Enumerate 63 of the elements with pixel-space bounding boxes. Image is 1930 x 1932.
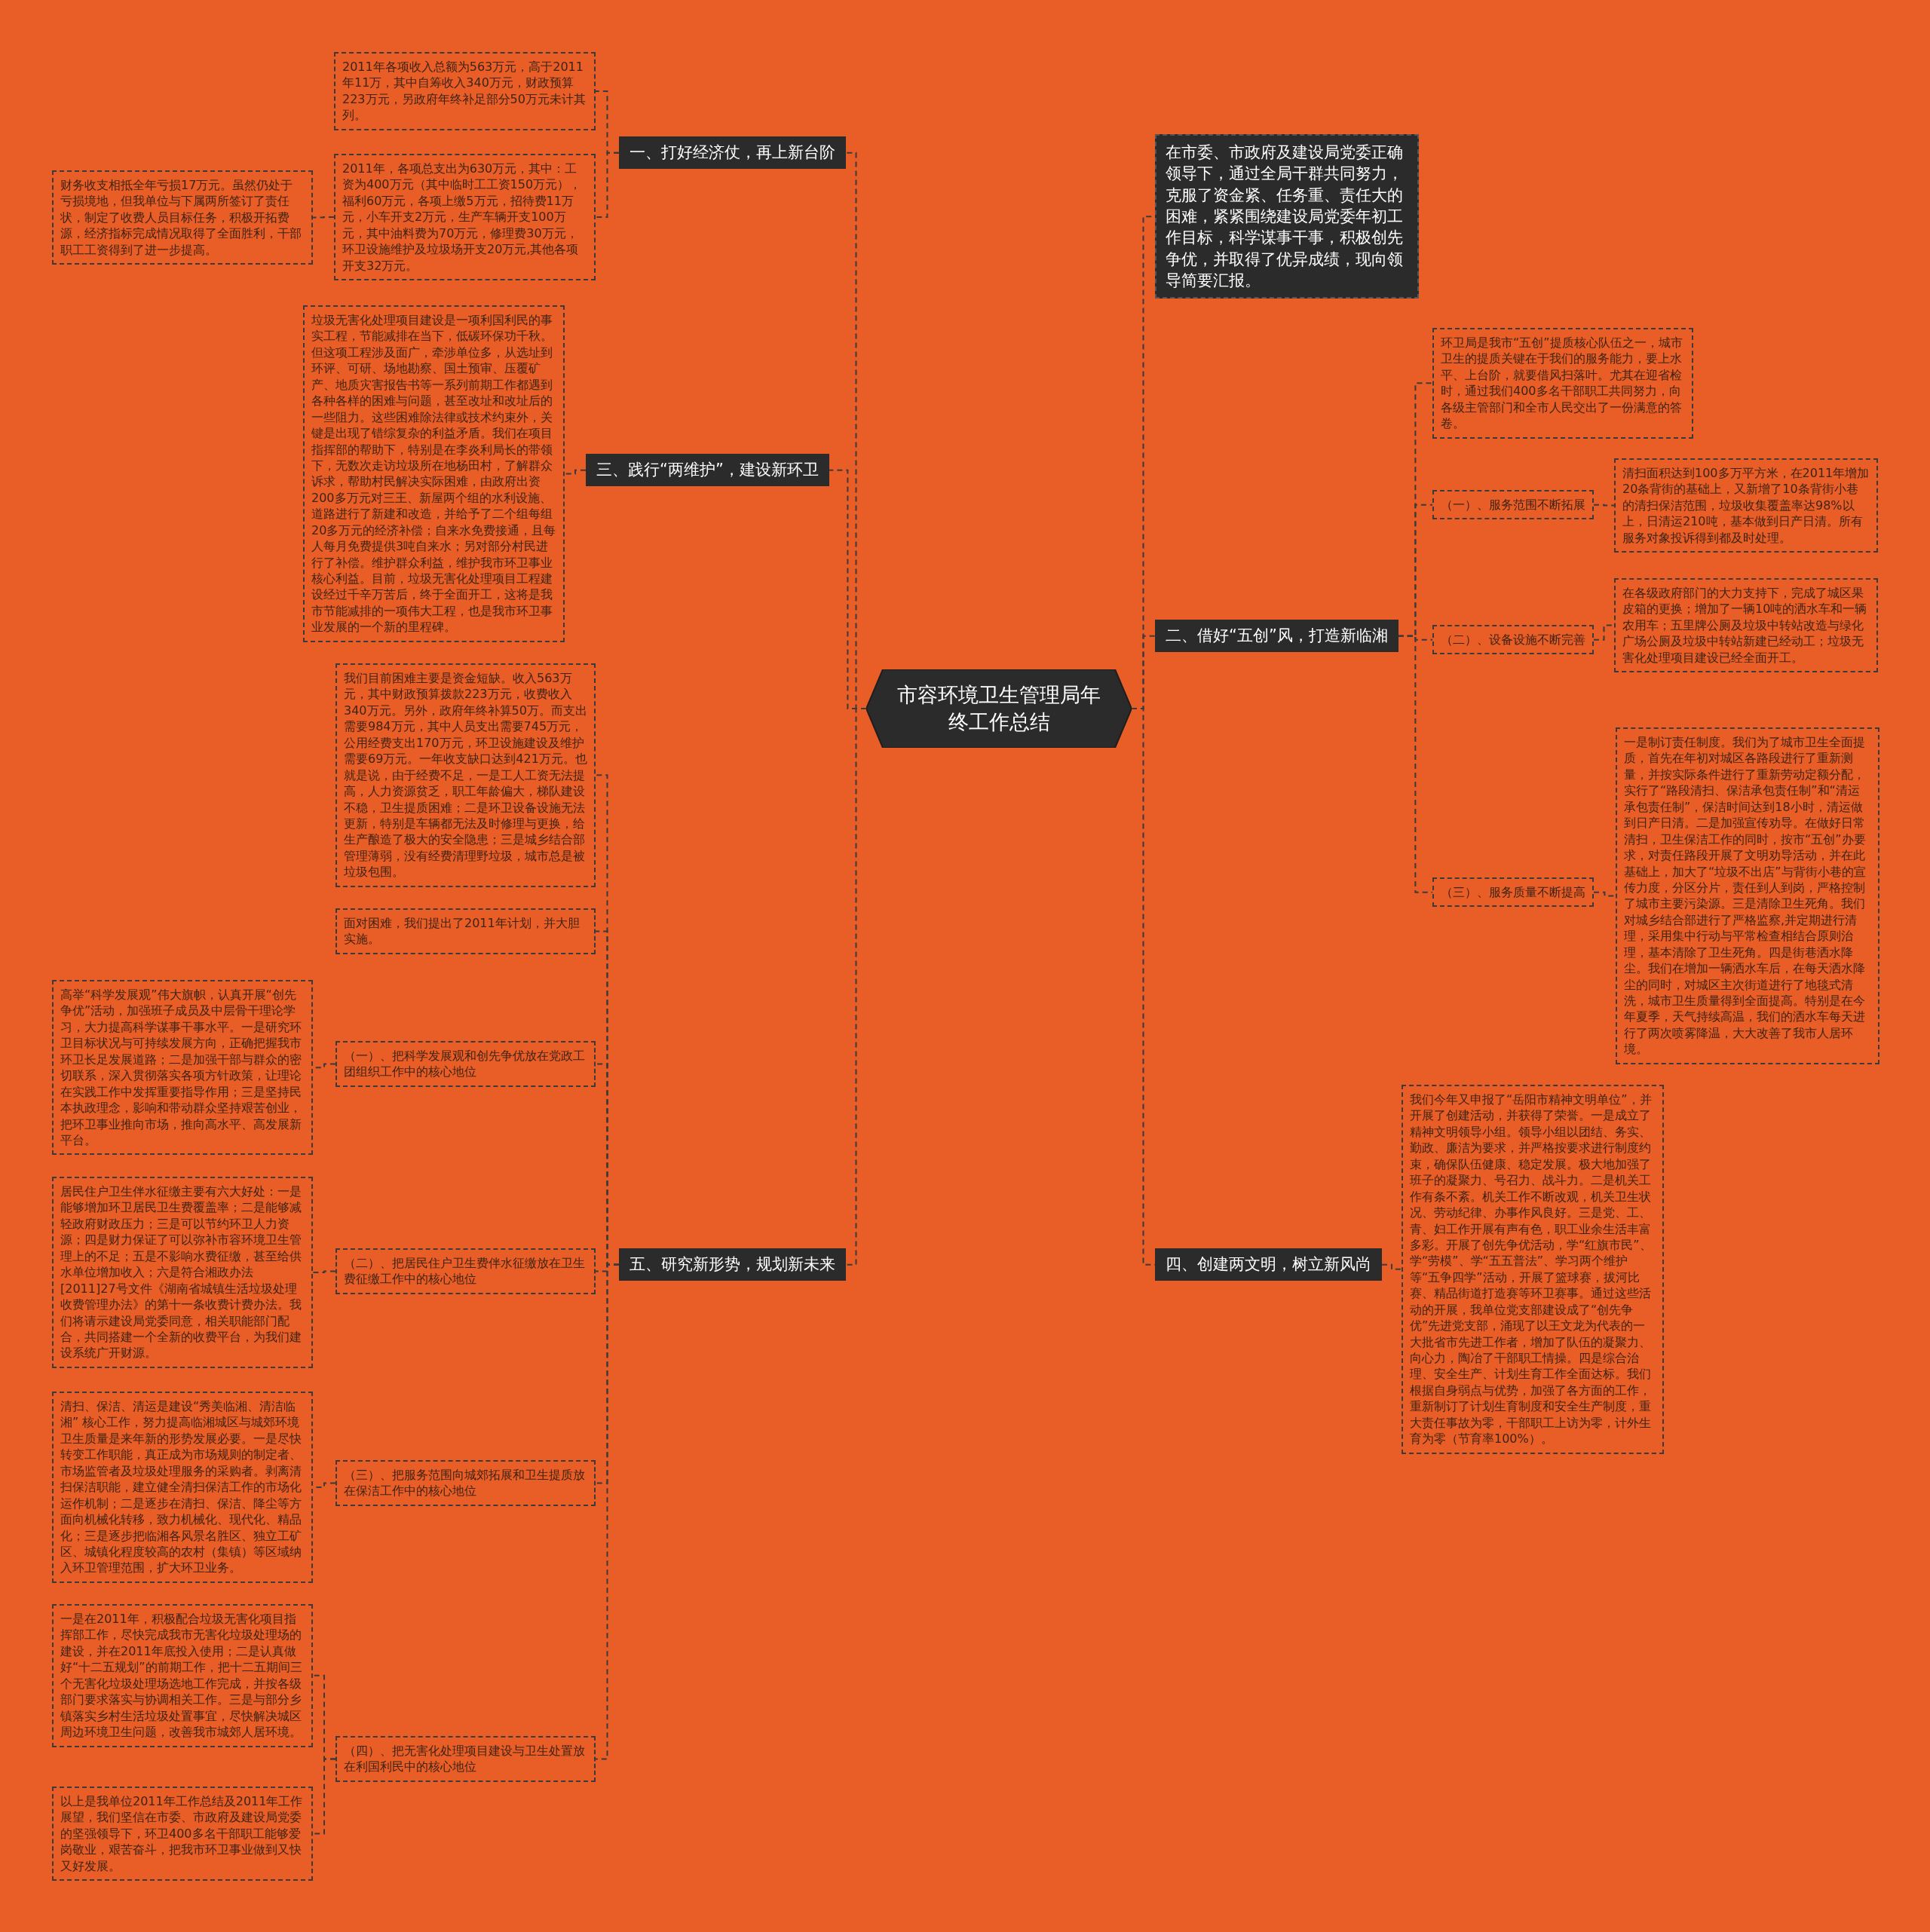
box-text: 在市委、市政府及建设局党委正确领导下，通过全局干群共同努力，克服了资金紧、任务重、责任大的困难，紧紧围绕建设局党委年初工作目标，科学谋事干事，积极创先争优，并取得了优异成绩，现向领导简要汇报。 xyxy=(1166,143,1403,290)
box-text: 高举“科学发展观”伟大旗帜，认真开展“创先争优”活动，加强班子成员及中层骨干理论学习，大力提高科学谋事干事水平。一是研究环卫目标状况与可持续发展方向，正确把握我市环卫长足发展道路；二是加强干部与群众的密切联系，深入贯彻落实各项方针政策，让理论在实践工作中发挥重要指导作用；三是坚持民本执政理念，影响和带动群众坚持艰苦创业，把环卫事业推向市场，推向高水平、高发展新平台。 xyxy=(60,987,302,1147)
branch-topic xyxy=(619,1248,846,1281)
box-text: 2011年各项收入总额为563万元，高于2011年11万，其中自筹收入340万元，财政预算223万元，另政府年终补足部分50万元未计其列。 xyxy=(342,60,586,123)
intro-box xyxy=(1155,134,1419,299)
box-text: 环卫局是我市“五创”提质核心队伍之一，城市卫生的提质关键在于我们的服务能力，要上水平、上台阶，就要借风扫落叶。尤其在迎省检时，通过我们400多名干部职工共同努力，向各级主管部门和全市人民交出了一份满意的答卷。 xyxy=(1441,335,1683,431)
text-box xyxy=(52,1787,313,1881)
box-text: 市容环境卫生管理局年终工作总结 xyxy=(896,681,1101,735)
text-box xyxy=(335,1460,596,1506)
text-box xyxy=(335,1736,596,1782)
box-text: 财务收支相抵全年亏损17万元。虽然仍处于亏损境地，但我单位与下属两所签订了责任状，制定了收费人员目标任务，积极开拓费源，经济指标完成情况取得了全面胜利，干部职工工资得到了进一步提高。 xyxy=(60,178,302,257)
text-box xyxy=(1432,328,1693,439)
text-box xyxy=(52,1604,313,1747)
text-box xyxy=(52,170,313,265)
box-text: （一）、把科学发展观和创先争优放在党政工团组织工作中的核心地位 xyxy=(344,1049,585,1079)
connector-line xyxy=(312,216,335,219)
box-text: （二）、把居民住户卫生费伴水征缴放在卫生费征缴工作中的核心地位 xyxy=(344,1256,585,1287)
box-text: 面对困难，我们提出了2011年计划，并大胆实施。 xyxy=(344,916,580,947)
text-box xyxy=(1614,458,1878,553)
connector-line xyxy=(312,1270,336,1273)
box-text: （三）、把服务范围向城郊拓展和卫生提质放在保洁工作中的核心地位 xyxy=(344,1468,585,1499)
box-text: 四、创建两文明，树立新风尚 xyxy=(1166,1255,1371,1273)
connector-line xyxy=(595,152,620,219)
box-text: 我们目前困难主要是资金短缺。收入563万元，其中财政预算拨款223万元，收费收入340万元。另外，政府年终补算50万。而支出需要984万元，其中人员支出需要745万元，公用经费支出170万元，环卫设施建设及维护需要69万元。一年收支缺口达到421万元。也就是说，由于经费不足，一是工人工资无法提高，人力资源贫乏，职工年龄偏大，梯队建设不稳，卫生提质困难；二是环卫设备设施无法更新，特别是车辆都无法及时修理与更换，给生产酿造了极大的安全隐患；三是城乡结合部管理薄弱，没有经费清理野垃圾，城市总是被垃圾包围。 xyxy=(344,671,587,880)
box-text: 居民住户卫生伴水征缴主要有六大好处：一是能够增加环卫居民卫生费覆盖率；二是能够减轻政府财政压力；三是可以节约环卫人力资源；四是财力保证了可以弥补市容环境卫生管理上的不足；五是不影响水费征缴，甚至给供水单位增加收入；六是符合湘政办法[2011]27号文件《湖南省城镇生活垃圾处理收费管理办法》的第十一条收费计费办法。我们将请示建设局党委同意，相关职能部门配合，共同搭建一个全新的收费平台，为我们建设系统广开财源。 xyxy=(60,1184,302,1361)
box-text: 清扫面积达到100多万平方米，在2011年增加20条背街的基础上，又新增了10条背街小巷的清扫保洁范围，垃圾收集覆盖率达98%以上，日清运210吨，基本做到日产日清。所有服务对象投诉得到都及时处理。 xyxy=(1622,466,1870,545)
connector-line xyxy=(1381,1263,1402,1270)
text-box xyxy=(1432,625,1594,655)
box-text: 三、践行“两维护”，建设新环卫 xyxy=(596,461,819,479)
box-text: 一、打好经济仗，再上新台阶 xyxy=(630,143,835,161)
box-text: 以上是我单位2011年工作总结及2011年工作展望，我们坚信在市委、市政府及建设局党委的坚强领导下，环卫400多名干部职工能够爱岗敬业，艰苦奋斗，把我市环卫事业做到又快又好发展。 xyxy=(60,1794,303,1873)
box-text: 一是在2011年，积极配合垃圾无害化项目指挥部工作，尽快完成我市无害化垃圾处理场的建设，并在2011年底投入使用；二是认真做好“十二五规划”的前期工作，把十二五期间三个无害化垃圾处理场选地工作完成，并按各级部门要求落实与协调相关工作。三是与部分乡镇落实乡村生活垃圾处置事宜，尽快解决城区周边环境卫生问题，改善我市城郊人居环境。 xyxy=(60,1612,302,1740)
box-text: 2011年，各项总支出为630万元，其中：工资为400万元（其中临时工工资150万元），福利60万元，各项上缴5万元，招待费11万元，小车开支2万元，生产车辆开支100万元，其中油料费为70万元，修理费30万元，环卫设施维护及垃圾场开支20万元,其他各项开支32万元。 xyxy=(342,161,582,273)
branch-topic xyxy=(1155,1248,1382,1281)
text-box xyxy=(1432,877,1594,908)
text-box xyxy=(52,980,313,1156)
branch-topic xyxy=(1155,620,1398,653)
text-box xyxy=(335,908,596,954)
central-topic xyxy=(866,669,1132,748)
text-box xyxy=(1614,578,1878,673)
text-box xyxy=(335,1041,596,1087)
box-text: （二）、设备设施不断完善 xyxy=(1441,632,1585,647)
box-text: 垃圾无害化处理项目建设是一项利国利民的事实工程，节能减排在当下，低碳环保功千秋。但这项工程涉及面广，牵涉单位多，从选址到环评、可研、场地勘察、国土预审、压覆矿产、地质灾害报告书等一系列前期工作都遇到各种各样的困难与问题，甚至改址和改址后的一些阻力。这些困难除法律或技术约束外，关键是出现了错综复杂的利益矛盾。我们在项目指挥部的帮助下，特别是在李炎利局长的带领下，无数次走访垃圾所在地杨田村，了解群众诉求，帮助村民解决实际困难，由政府出资200多万元对三王、新屋两个组的水利设施、道路进行了新建和改造，并给予了二个组每组20多万元的经济补偿；自来水免费接通，且每人每月免费提供3吨自来水；另对部分村民进行了补偿。维护群众利益，维护我市环卫事业核心利益。目前，垃圾无害化处理项目工程建设经过千辛万苦后，终于全面开工，这将是我市节能减排的一项伟大工程，也是我市环卫事业发展的一个新的里程碑。 xyxy=(311,313,556,635)
branch-topic xyxy=(586,454,829,487)
text-box xyxy=(1432,490,1594,520)
box-text: （一）、服务范围不断拓展 xyxy=(1441,498,1585,512)
box-text: 清扫、保洁、清运是建设“秀美临湘、清洁临湘” 核心工作，努力提高临湘城区与城郊环境卫生质量是来年新的形势发展必要。一是尽快转变工作职能，真正成为市场规则的制定者、市场监管者及垃圾处理服务的采购者。剥离清扫保洁职能，建立健全清扫保洁工作的市场化运作机制；二是逐步在清扫、保洁、降尘等方面向机械化转移，致力机械化、现代化、精品化；三是逐步把临湘各风景名胜区、独立工矿区、城镇化程度较高的农村（集镇）等区域纳入环卫管理范围，扩大环卫业务。 xyxy=(60,1399,302,1575)
box-text: （三）、服务质量不断提高 xyxy=(1441,885,1585,899)
box-text: 二、借好“五创”风，打造新临湘 xyxy=(1166,626,1388,645)
box-text: 我们今年又申报了“岳阳市精神文明单位”，并开展了创建活动，并获得了荣誉。一是成立了精神文明领导小组。领导小组以团结、务实、勤政、廉洁为要求，并严格按要求进行制度约束，确保队伍健康、稳定发展。极大地加强了班子的凝聚力、号召力、战斗力。二是机关工作有条不紊。机关工作不断改观，机关卫生状况、劳动纪律、办事作风良好。三是党、工、青、妇工作开展有声有色，职工业余生活丰富多彩。开展了创先争优活动，学“红旗市民”、学“劳模”、学“五五普法”、学习两个维护等“五争四学”活动，开展了篮球赛，拔河比赛、精品街道打造赛等环卫赛事。通过这些活动的开展，我单位党支部建设成了“创先争优”先进党支部，涌现了以王文龙为代表的一大批省市先进工作者，增加了队伍的凝聚力、向心力，陶冶了干部职工情操。四是综合治理、安全生产、计划生育工作全面达标。我们根据自身弱点与优势，加强了各方面的工作，重新制订了计划生育制度和安全生产制度，重大责任事故为零，干部职工上访为零，计外生育为零（节育率100%）。 xyxy=(1410,1092,1652,1447)
box-text: 在各级政府部门的大力支持下，完成了城区果皮箱的更换；增加了一辆10吨的洒水车和一辆农用车；五里牌公厕及垃圾中转站改造与绿化广场公厕及垃圾中转站新建已经动工；垃圾无害化处理项目建设已经全面开工。 xyxy=(1622,586,1867,665)
connector-line xyxy=(564,469,587,475)
branch-topic xyxy=(619,136,846,170)
box-text: 一是制订责任制度。我们为了城市卫生全面提质，首先在年初对城区各路段进行了重新测量，并按实际条件进行了重新劳动定额分配，实行了“路段清扫、保洁承包责任制”和“清运承包责任制”，保洁时间达到18小时，清运做到日产日清。二是加强宣传劝导。在做好日常清扫，卫生保洁工作的同时，按市“五创”办要求，对责任路段开展了文明劝导活动，并在此基础上，加大了“垃圾不出店”与背街小巷的宣传力度，分区分片，责任到人到岗，严格控制了城市主要污染源。三是清除卫生死角。我们对城乡结合部进行了严格监察,并定期进行清理，采用集中行动与平常检查相结合原则治理，基本清除了卫生死角。四是街巷洒水降尘。我们在增加一辆洒水车后，在每天洒水降尘的同时，对城区主次街道进行了地毯式清洗，城市卫生质量得到全面提高。特别是在今年夏季，天气持续高温，我们的洒水车每天进行了两次喷雾降温，大大改善了我市人居环境。 xyxy=(1624,735,1866,1057)
text-box xyxy=(335,1248,596,1294)
box-text: （四）、把无害化处理项目建设与卫生处置放在利国利民中的核心地位 xyxy=(344,1744,585,1774)
text-box xyxy=(334,52,596,130)
connector-line xyxy=(1593,504,1615,507)
box-text: 五、研究新形势，规划新未来 xyxy=(630,1255,835,1273)
connector-line xyxy=(1397,635,1433,893)
connector-line xyxy=(595,1263,620,1760)
text-box xyxy=(334,154,596,281)
connector-line xyxy=(312,1758,336,1835)
